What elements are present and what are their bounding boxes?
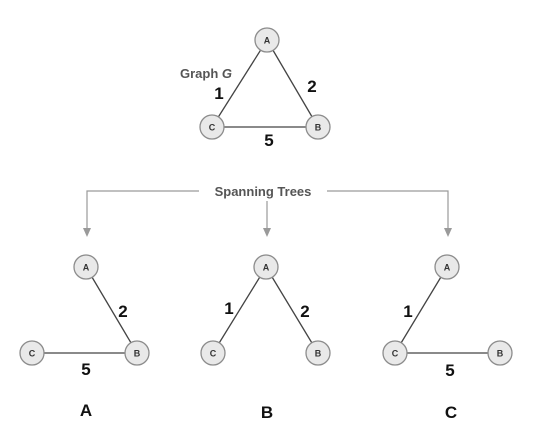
graph-title-prefix: Graph xyxy=(180,66,222,81)
graph-g: A B C 1 2 5 Graph G xyxy=(180,27,331,150)
tree-b-node-a-label: A xyxy=(263,263,270,273)
tree-a-node-c-label: C xyxy=(29,349,36,359)
tree-a-edge-a-b xyxy=(85,266,138,354)
spanning-tree-a: A B C 2 5 A xyxy=(19,254,150,420)
tree-b-caption: B xyxy=(261,403,273,422)
tree-c-node-b: B xyxy=(487,340,513,366)
tree-c-node-c: C xyxy=(382,340,408,366)
graph-node-a: A xyxy=(254,27,280,53)
tree-a-node-c: C xyxy=(19,340,45,366)
tree-c-node-c-label: C xyxy=(392,349,399,359)
tree-c-caption: C xyxy=(445,403,457,422)
tree-b-node-c: C xyxy=(200,340,226,366)
graph-node-c: C xyxy=(199,114,225,140)
tree-c-node-b-label: B xyxy=(497,349,504,359)
spanning-tree-c: A B C 1 5 C xyxy=(382,254,513,422)
graph-edge-a-c xyxy=(211,39,268,128)
tree-b-weight-a-b: 2 xyxy=(300,302,309,321)
spanning-tree-b: A B C 1 2 B xyxy=(200,254,331,422)
tree-b-edge-a-c xyxy=(212,266,267,354)
tree-a-node-b: B xyxy=(124,340,150,366)
arrow-to-tree-c xyxy=(327,190,449,228)
arrow-head-tree-c xyxy=(444,228,452,237)
tree-b-edge-a-b xyxy=(265,266,319,354)
section-title: Spanning Trees xyxy=(215,184,312,199)
tree-c-node-a-label: A xyxy=(444,263,451,273)
graph-title: Graph G xyxy=(180,66,232,81)
spanning-trees-header: Spanning Trees xyxy=(83,184,452,237)
arrow-head-tree-b xyxy=(263,228,271,237)
tree-b-node-c-label: C xyxy=(210,349,217,359)
graph-edge-a-b xyxy=(266,39,319,128)
tree-c-weight-c-b: 5 xyxy=(445,361,454,380)
tree-c-weight-a-c: 1 xyxy=(403,302,412,321)
graph-weight-a-b: 2 xyxy=(307,77,316,96)
graph-node-b-label: B xyxy=(315,123,322,133)
tree-a-node-a-label: A xyxy=(83,263,90,273)
arrow-to-tree-a xyxy=(86,190,199,228)
arrow-head-tree-a xyxy=(83,228,91,237)
tree-c-node-a: A xyxy=(434,254,460,280)
graph-weight-c-b: 5 xyxy=(264,131,273,150)
tree-b-node-a: A xyxy=(253,254,279,280)
tree-a-caption: A xyxy=(80,401,92,420)
graph-node-c-label: C xyxy=(209,123,216,133)
tree-a-node-b-label: B xyxy=(134,349,141,359)
graph-title-variable: G xyxy=(222,66,232,81)
graph-weight-a-c: 1 xyxy=(214,84,223,103)
graph-node-b: B xyxy=(305,114,331,140)
tree-a-weight-c-b: 5 xyxy=(81,360,90,379)
graph-node-a-label: A xyxy=(264,36,271,46)
tree-b-weight-a-c: 1 xyxy=(224,299,233,318)
tree-b-node-b: B xyxy=(305,340,331,366)
tree-b-node-b-label: B xyxy=(315,349,322,359)
tree-a-node-a: A xyxy=(73,254,99,280)
tree-c-edge-a-c xyxy=(394,266,448,354)
tree-a-weight-a-b: 2 xyxy=(118,302,127,321)
